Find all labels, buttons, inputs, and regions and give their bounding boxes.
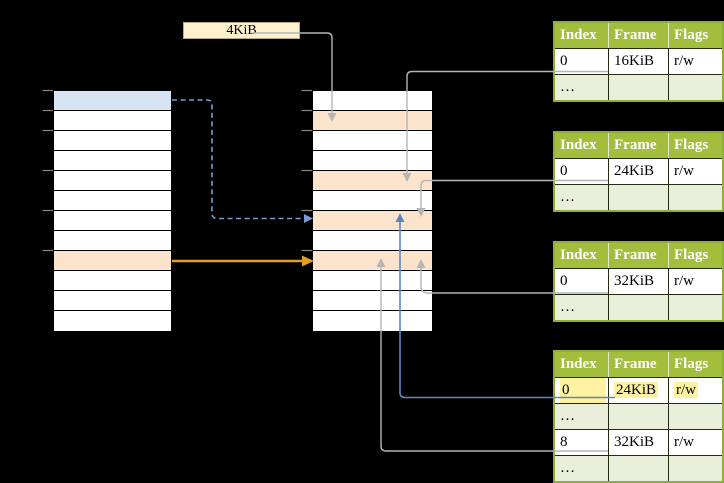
frame-size-label-text: 4KiB [226,23,257,38]
table-cell: 16KiB [608,48,668,74]
highlighted-value: 0 [560,378,606,403]
memory-row [313,151,432,171]
memory-row [54,231,171,251]
memory-row [54,211,171,231]
column-header: Frame [608,243,668,268]
column-header: Index [555,23,608,48]
table-cell [668,455,722,481]
table-cell: … [555,294,608,320]
virtual-memory-column [53,90,172,331]
column-header: Flags [668,243,722,268]
column-header: Frame [608,352,668,377]
table-cell: 32KiB [608,429,668,455]
table-cell: … [555,403,608,429]
table-cell [668,403,722,429]
memory-row [54,151,171,171]
memory-row [54,291,171,311]
memory-row [54,271,171,291]
table-cell [608,403,668,429]
table-cell: … [555,184,608,210]
table-cell: 8 [555,429,608,455]
page-table-24kib: Index Frame Flags 0 24KiB r/w … [553,131,724,212]
column-header: Index [555,352,608,377]
memory-row [54,131,171,151]
column-header: Flags [668,133,722,158]
highlighted-value: 24KiB [614,382,659,398]
page-table-32kib: Index Frame Flags 0 32KiB r/w … [553,241,724,322]
highlighted-value: r/w [674,382,698,398]
physical-frame-orange [313,171,432,191]
table-cell [668,184,722,210]
table-cell [608,294,668,320]
virtual-page-blue [54,91,171,111]
memory-row [313,91,432,111]
frame-size-label: 4KiB [183,22,300,39]
memory-row [313,231,432,251]
table-cell [668,294,722,320]
physical-memory-column [312,90,433,331]
table-cell: 0 [555,377,608,403]
table-cell: r/w [668,48,722,74]
memory-row [313,191,432,211]
memory-row [313,311,432,331]
memory-row [54,171,171,191]
physical-frame-orange [313,251,432,271]
table-cell: 0 [555,158,608,184]
address-ticks-left [42,89,53,252]
table-cell [608,455,668,481]
column-header: Frame [608,133,668,158]
column-header: Flags [668,23,722,48]
table-cell: 24KiB [608,158,668,184]
memory-row [54,111,171,131]
arrow-virtual-blue-to-physical [172,99,303,220]
column-header: Index [555,243,608,268]
table-cell: … [555,74,608,100]
table-cell [608,74,668,100]
table-cell: 0 [555,268,608,294]
physical-frame-orange [313,111,432,131]
table-cell: 24KiB [608,377,668,403]
memory-row [313,271,432,291]
table-cell [608,184,668,210]
memory-row [54,311,171,331]
column-header: Index [555,133,608,158]
table-cell: 32KiB [608,268,668,294]
memory-row [54,191,171,211]
table-cell: r/w [668,268,722,294]
table-cell: r/w [668,158,722,184]
table-cell: r/w [668,429,722,455]
column-header: Flags [668,352,722,377]
memory-row [313,291,432,311]
table-cell: 0 [555,48,608,74]
column-header: Frame [608,23,668,48]
virtual-page-orange [54,251,171,271]
level2-page-table: Index Frame Flags 0 24KiB r/w … 8 32KiB … [553,350,724,483]
page-table-16kib: Index Frame Flags 0 16KiB r/w … [553,21,724,102]
physical-frame-orange [313,211,432,231]
table-cell: r/w [668,377,722,403]
table-cell: … [555,455,608,481]
address-ticks-middle [301,89,312,252]
memory-row [313,131,432,151]
table-cell [668,74,722,100]
